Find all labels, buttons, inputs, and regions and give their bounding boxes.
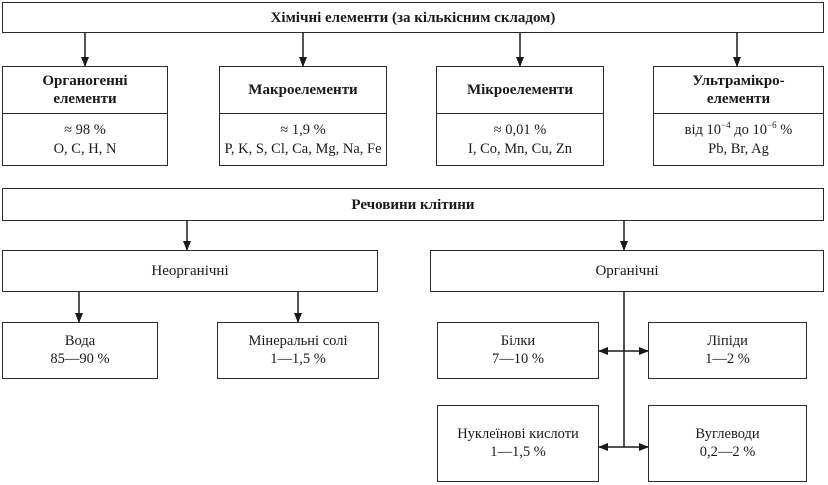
- chemical-elements-title: Хімічні елементи (за кількісним складом): [2, 2, 824, 33]
- lipids-value: 1—2 %: [705, 350, 750, 367]
- inorganic-label: Неорганічні: [151, 263, 229, 279]
- ultramicro-box: Ультрамікро- елементи від 10−4 до 10−6 %…: [653, 66, 824, 166]
- organic-box: Органічні: [430, 250, 824, 292]
- ultramicro-percent: від 10−4 до 10−6 %: [684, 120, 793, 139]
- macro-head: Макроелементи: [220, 67, 386, 114]
- cell-substances-title: Речовини клітини: [2, 188, 824, 221]
- organogenic-head: Органогенні елементи: [3, 67, 167, 114]
- lipids-name: Ліпіди: [707, 333, 748, 350]
- ultramicro-head: Ультрамікро- елементи: [654, 67, 823, 114]
- carbohydrates-value: 0,2—2 %: [699, 443, 756, 460]
- micro-box: Мікроелементи ≈ 0,01 % I, Co, Mn, Cu, Zn: [436, 66, 604, 166]
- proteins-name: Білки: [500, 333, 536, 350]
- macro-percent: ≈ 1,9 %: [280, 122, 326, 139]
- water-value: 85—90 %: [50, 350, 110, 367]
- minerals-box: Мінеральні солі 1—1,5 %: [217, 322, 379, 379]
- proteins-box: Білки 7—10 %: [437, 322, 599, 379]
- organogenic-name-2: елементи: [53, 91, 117, 107]
- minerals-value: 1—1,5 %: [270, 350, 326, 367]
- macro-name: Макроелементи: [248, 82, 358, 98]
- organic-label: Органічні: [595, 263, 659, 279]
- organogenic-body: ≈ 98 % O, C, H, N: [3, 114, 167, 165]
- micro-body: ≈ 0,01 % I, Co, Mn, Cu, Zn: [437, 114, 603, 165]
- nucleic-acids-box: Нуклеїнові кислоти 1—1,5 %: [437, 405, 599, 482]
- organogenic-percent: ≈ 98 %: [64, 122, 106, 139]
- macro-box: Макроелементи ≈ 1,9 % P, K, S, Cl, Ca, M…: [219, 66, 387, 166]
- organogenic-elements: O, C, H, N: [53, 140, 117, 157]
- water-box: Вода 85—90 %: [2, 322, 158, 379]
- inorganic-box: Неорганічні: [2, 250, 378, 292]
- cell-substances-title-text: Речовини клітини: [351, 196, 475, 213]
- micro-head: Мікроелементи: [437, 67, 603, 114]
- ultramicro-body: від 10−4 до 10−6 % Pb, Br, Ag: [654, 114, 823, 165]
- carbohydrates-name: Вуглеводи: [695, 426, 760, 443]
- ultramicro-elements: Pb, Br, Ag: [708, 140, 769, 157]
- chemical-elements-title-text: Хімічні елементи (за кількісним складом): [270, 9, 556, 26]
- ultramicro-name-2: елементи: [706, 91, 771, 107]
- macro-body: ≈ 1,9 % P, K, S, Cl, Ca, Mg, Na, Fe: [220, 114, 386, 165]
- micro-name: Мікроелементи: [466, 82, 574, 98]
- micro-elements: I, Co, Mn, Cu, Zn: [468, 140, 572, 157]
- ultramicro-name-1: Ультрамікро-: [692, 73, 785, 89]
- nucleic-acids-value: 1—1,5 %: [490, 443, 546, 460]
- minerals-name: Мінеральні солі: [248, 333, 348, 350]
- organogenic-box: Органогенні елементи ≈ 98 % O, C, H, N: [2, 66, 168, 166]
- organogenic-name-1: Органогенні: [42, 73, 128, 89]
- nucleic-acids-name: Нуклеїнові кислоти: [457, 426, 579, 443]
- proteins-value: 7—10 %: [492, 350, 544, 367]
- micro-percent: ≈ 0,01 %: [493, 122, 547, 139]
- water-name: Вода: [64, 333, 96, 350]
- carbohydrates-box: Вуглеводи 0,2—2 %: [648, 405, 807, 482]
- macro-elements: P, K, S, Cl, Ca, Mg, Na, Fe: [224, 140, 382, 157]
- lipids-box: Ліпіди 1—2 %: [648, 322, 807, 379]
